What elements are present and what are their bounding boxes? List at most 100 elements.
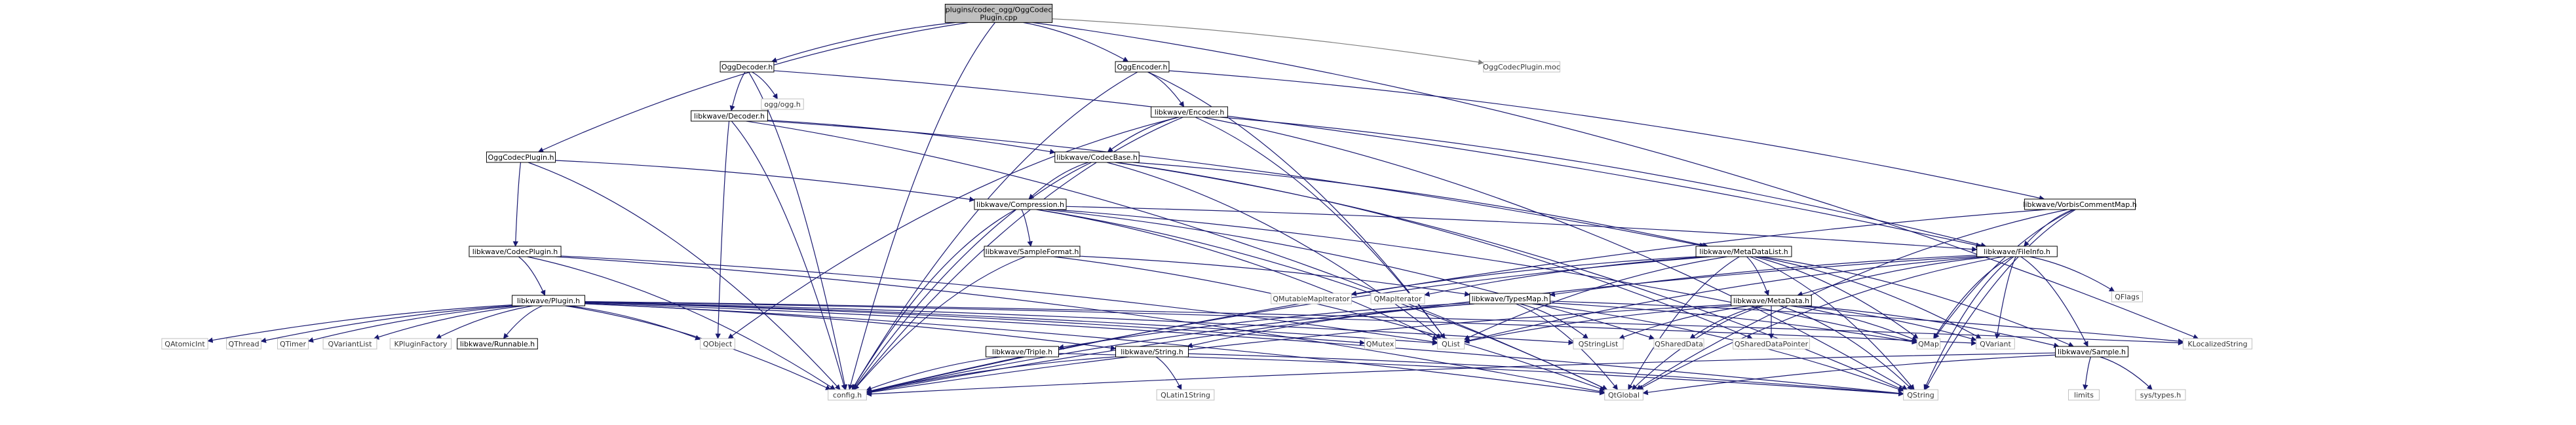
node-qvariantlist: QVariantList (322, 338, 377, 350)
node-triple[interactable]: libkwave/Triple.h (986, 346, 1059, 358)
node-box (1653, 338, 1704, 350)
edge-decoder-to-codecbase (767, 119, 1056, 155)
node-box (457, 338, 538, 350)
node-box (984, 246, 1081, 257)
node-box (720, 61, 775, 73)
node-oggcodecplugin[interactable]: OggCodecPlugin.h (486, 151, 556, 163)
node-label: QSharedData (1655, 340, 1703, 348)
edge-oggdecoder-to-oggogg (752, 71, 778, 100)
node-box (1436, 338, 1465, 350)
node-runnable[interactable]: libkwave/Runnable.h (457, 338, 538, 350)
node-label: QString (1907, 391, 1934, 399)
node-box (389, 338, 452, 350)
edge-metadatalist-to-qstring (1750, 256, 1915, 390)
node-box (1604, 389, 1644, 401)
edge-fileinfo-to-sampleh (2020, 256, 2088, 347)
edge-plugin-to-qlist (585, 302, 1438, 346)
node-label: QVariant (1980, 340, 2011, 348)
edge-plugin-to-qtimer (307, 305, 518, 343)
node-box (1903, 389, 1938, 401)
node-oggencoder[interactable]: OggEncoder.h (1115, 61, 1170, 73)
node-root[interactable]: plugins/codec_ogg/OggCodecPlugin.cpp (944, 3, 1053, 23)
edge-fileinfo-to-typesmap (1549, 255, 1977, 297)
edge-plugin-to-qstring (585, 303, 1904, 396)
edge-metadatalist-to-qvariant (1758, 256, 1982, 339)
node-kpluginfactory: KPluginFactory (389, 338, 452, 350)
edge-codecplugin-to-qtglobal (555, 256, 1605, 394)
edge-root-to-oggencoder (1023, 22, 1129, 62)
node-oggdecoder[interactable]: OggDecoder.h (720, 61, 775, 73)
node-label: KLocalizedString (2187, 340, 2247, 348)
node-box (161, 338, 208, 350)
node-qshareddataptr: QSharedDataPointer (1733, 338, 1810, 350)
node-box (1695, 246, 1792, 257)
edge-codecbase-to-configh (852, 162, 1092, 390)
node-systypes: sys/types.h (2135, 389, 2186, 401)
edge-oggdecoder-to-decoder (729, 71, 746, 111)
node-qstring: QString (1903, 389, 1938, 401)
edge-decoder-to-metadatalist (767, 120, 1705, 248)
edge-oggencoder-to-vorbiscomment (1168, 70, 2045, 201)
edge-codecplugin-to-configh (527, 256, 836, 390)
edge-triple-to-qstring (1058, 353, 1904, 397)
node-label: libkwave/MetaDataList.h (1699, 248, 1788, 256)
node-label: libkwave/Sample.h (2058, 348, 2126, 356)
node-codecplugin[interactable]: libkwave/CodecPlugin.h (469, 246, 562, 257)
node-box (2182, 338, 2253, 350)
node-stringh[interactable]: libkwave/String.h (1115, 346, 1189, 358)
node-box (2135, 389, 2186, 401)
node-vorbiscomment[interactable]: libkwave/VorbisCommentMap.h (2023, 198, 2137, 210)
edge-oggdecoder-to-fileinfo (773, 70, 1982, 248)
node-label: Plugin.cpp (980, 13, 1017, 22)
node-klocalized: KLocalizedString (2182, 338, 2253, 350)
node-qlist: QList (1436, 338, 1465, 350)
node-codecbase[interactable]: libkwave/CodecBase.h (1054, 151, 1140, 163)
node-label: QMapIterator (1374, 295, 1422, 303)
edge-decoder-to-configh (731, 120, 847, 390)
node-box (1364, 338, 1396, 350)
edge-typesmap-to-klocalized (1550, 301, 2184, 344)
edge-sampleh-to-qtglobal (1642, 354, 2056, 396)
node-box (1115, 61, 1170, 73)
node-compression[interactable]: libkwave/Compression.h (974, 198, 1067, 210)
edge-oggencoder-to-encoder (1147, 71, 1185, 107)
node-metadata[interactable]: libkwave/MetaData.h (1731, 295, 1812, 306)
node-sampleh[interactable]: libkwave/Sample.h (2055, 346, 2128, 358)
node-qmapiterator: QMapIterator (1370, 293, 1425, 305)
edge-compression-to-qshareddata (1045, 209, 1655, 340)
edge-root-to-klocalized (1032, 22, 2199, 340)
node-plugin[interactable]: libkwave/Plugin.h (512, 295, 585, 306)
edge-typesmap-to-qtglobal (1516, 303, 1619, 390)
node-sampleformat[interactable]: libkwave/SampleFormat.h (984, 246, 1081, 257)
node-box (828, 389, 867, 401)
edge-encoder-to-codecbase (1107, 117, 1179, 153)
node-box (469, 246, 562, 257)
node-qobject: QObject (700, 338, 735, 350)
node-qmutex: QMutex (1364, 338, 1396, 350)
node-label: config.h (833, 391, 862, 399)
edge-metadata-to-qlist (1463, 305, 1733, 344)
edge-metadatalist-to-qmutablemapit (1351, 256, 1697, 297)
node-qmutablemapit: QMutableMapIterator (1271, 293, 1352, 305)
node-label: libkwave/Runnable.h (460, 340, 535, 348)
edge-compression-to-configh (851, 209, 1016, 390)
node-qtglobal: QtGlobal (1604, 389, 1644, 401)
node-typesmap[interactable]: libkwave/TypesMap.h (1469, 293, 1550, 305)
edge-triple-to-configh (866, 356, 1001, 392)
node-box (2024, 198, 2136, 210)
node-metadatalist[interactable]: libkwave/MetaDataList.h (1695, 246, 1792, 257)
node-box (322, 338, 377, 350)
edge-metadata-to-sampleh (1804, 305, 2060, 348)
node-qlatin1string: QLatin1String (1156, 389, 1215, 401)
edge-vorbiscomment-to-qtglobal (1636, 209, 2067, 390)
node-decoder[interactable]: libkwave/Decoder.h (691, 110, 768, 122)
node-fileinfo[interactable]: libkwave/FileInfo.h (1976, 246, 2058, 257)
node-label: libkwave/Encoder.h (1155, 108, 1225, 117)
node-box (2068, 389, 2100, 401)
nodes: plugins/codec_ogg/OggCodecPlugin.cppOggD… (161, 3, 2253, 401)
node-encoder[interactable]: libkwave/Encoder.h (1151, 106, 1228, 118)
node-label: OggEncoder.h (1117, 63, 1167, 71)
node-box (486, 151, 556, 163)
node-box (226, 338, 261, 350)
